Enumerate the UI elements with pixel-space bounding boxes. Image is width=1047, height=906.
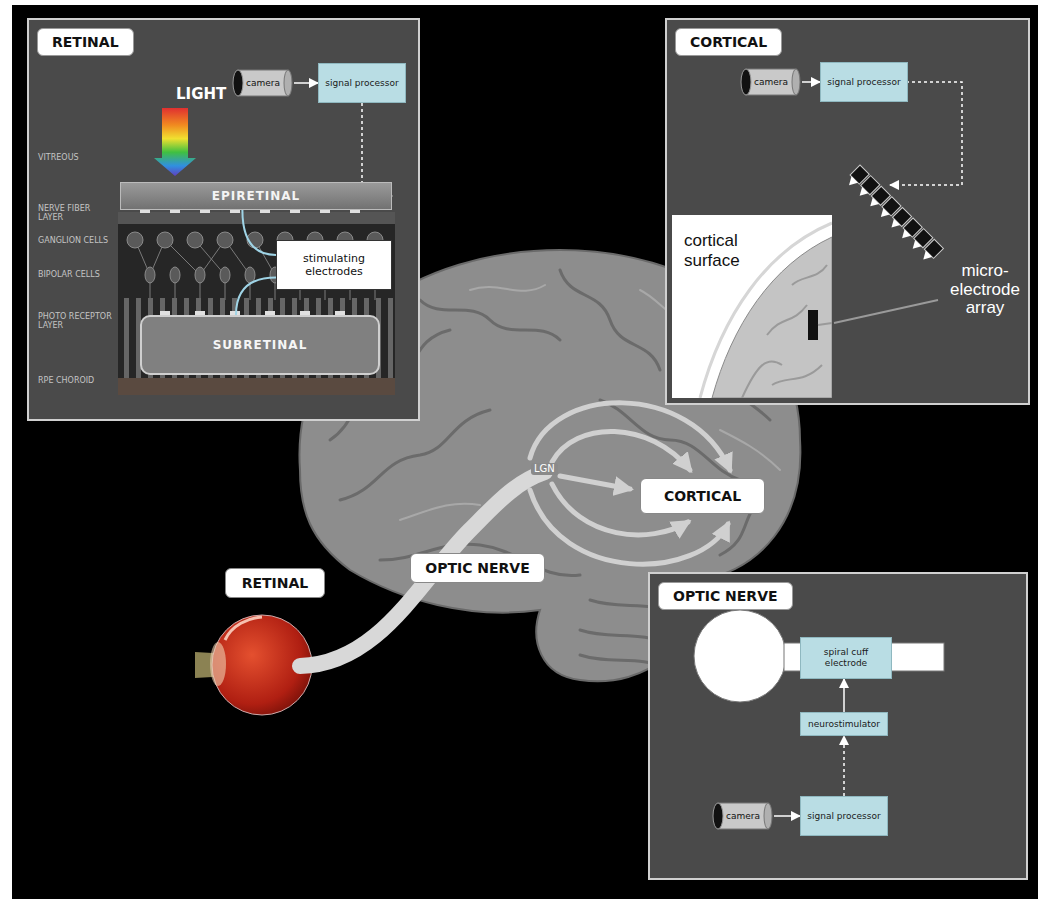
camera-shape bbox=[746, 69, 796, 95]
approach-panel: OPTIC NERVE spiral cuff electrode neurosti… bbox=[648, 572, 1028, 880]
camera-shape bbox=[792, 69, 800, 95]
implant-box: EPIRETINAL bbox=[120, 182, 392, 210]
camera-shape bbox=[233, 70, 243, 96]
visual-pathway bbox=[300, 472, 545, 666]
retina-layers bbox=[118, 378, 395, 395]
brain-illustration bbox=[400, 504, 480, 520]
brain-illustration bbox=[560, 270, 660, 370]
site-badge: CORTICAL bbox=[640, 478, 765, 514]
connector bbox=[843, 736, 845, 796]
retina-layers bbox=[124, 298, 129, 378]
retina-layers bbox=[187, 232, 203, 248]
retina-layers bbox=[118, 212, 395, 395]
eye-illustration bbox=[210, 642, 226, 686]
connector bbox=[774, 815, 800, 817]
optic-nerve-illustration bbox=[694, 610, 786, 702]
box-label: SUBRETINAL bbox=[213, 338, 308, 352]
camera-shape bbox=[284, 70, 292, 96]
visual-pathway bbox=[530, 403, 730, 470]
retina-layers bbox=[118, 212, 395, 224]
layer-label: NERVE FIBER LAYER bbox=[38, 204, 114, 222]
camera-icon: camera bbox=[712, 801, 774, 831]
brain-illustration bbox=[420, 300, 560, 340]
process-box: signal processor bbox=[800, 796, 888, 836]
connector bbox=[294, 82, 318, 84]
box-label: signal processor bbox=[827, 77, 900, 88]
eye-illustration bbox=[225, 617, 262, 640]
box-label: EPIRETINAL bbox=[212, 189, 301, 203]
retina-layers bbox=[388, 298, 393, 378]
retina-layers bbox=[220, 267, 230, 283]
layer-label: RPE CHOROID bbox=[38, 376, 114, 385]
retina-layers bbox=[145, 267, 155, 283]
retina-layers bbox=[157, 232, 173, 248]
box-label: OPTIC NERVE bbox=[425, 560, 530, 576]
process-box: signal processor bbox=[820, 62, 908, 102]
camera-shape bbox=[238, 70, 288, 96]
array-label: micro-electrode array bbox=[944, 262, 1026, 318]
box-label: spiral cuff electrode bbox=[805, 647, 887, 669]
brain-illustration bbox=[340, 410, 490, 500]
cortex-illustration bbox=[818, 323, 832, 325]
box-label: stimulating electrodes bbox=[280, 252, 388, 278]
layer-label: GANGLION CELLS bbox=[38, 236, 114, 245]
approach-panel: CORTICAL camera signal processor cortical s… bbox=[665, 18, 1030, 405]
visual-pathway bbox=[552, 431, 690, 470]
box-label: RETINAL bbox=[242, 575, 309, 591]
retina-layers bbox=[245, 267, 255, 283]
camera-shape bbox=[741, 69, 751, 95]
cortex-box: cortical surface bbox=[672, 215, 832, 398]
panel-heading: OPTIC NERVE bbox=[658, 582, 793, 610]
cortex-illustration bbox=[808, 310, 818, 340]
black-ground bbox=[12, 5, 1038, 899]
retina-layers bbox=[170, 267, 180, 283]
lgn-label: LGN bbox=[531, 463, 558, 475]
camera-shape bbox=[713, 803, 723, 829]
connector bbox=[242, 210, 276, 255]
panel-heading: CORTICAL bbox=[675, 28, 782, 56]
light-label: LIGHT bbox=[176, 86, 226, 103]
box-label: CORTICAL bbox=[664, 488, 741, 504]
site-badge: RETINAL bbox=[225, 568, 325, 598]
site-badge: OPTIC NERVE bbox=[410, 553, 545, 583]
layer-label: VITREOUS bbox=[38, 153, 114, 162]
camera-shape bbox=[718, 803, 768, 829]
process-box: signal processor bbox=[318, 63, 406, 103]
connector bbox=[236, 278, 276, 316]
process-box: spiral cuff electrode bbox=[800, 637, 892, 679]
panel-heading: RETINAL bbox=[37, 28, 134, 56]
box-label: camera bbox=[726, 811, 760, 821]
retina-layers bbox=[127, 232, 143, 248]
layer-label: PHOTO RECEPTOR LAYER bbox=[38, 312, 114, 330]
process-box: neurostimulator bbox=[800, 712, 888, 736]
camera-icon: camera bbox=[232, 68, 294, 98]
box-label: neurostimulator bbox=[808, 719, 880, 730]
retina-layers bbox=[124, 298, 393, 378]
box-label: camera bbox=[246, 78, 280, 88]
box-label: cortical surface bbox=[684, 231, 764, 270]
retina-layers bbox=[217, 232, 233, 248]
retina-layers bbox=[195, 267, 205, 283]
layer-label: BIPOLAR CELLS bbox=[38, 270, 114, 279]
connector bbox=[843, 679, 845, 712]
camera-icon: camera bbox=[740, 67, 802, 97]
box-label: signal processor bbox=[807, 811, 880, 822]
visual-pathway bbox=[560, 476, 630, 489]
camera-shape bbox=[764, 803, 772, 829]
callout-box: stimulating electrodes bbox=[276, 240, 392, 290]
retina-layers bbox=[118, 212, 395, 395]
connector bbox=[802, 81, 820, 83]
implant-box: SUBRETINAL bbox=[140, 315, 380, 375]
box-label: camera bbox=[754, 77, 788, 87]
brain-illustration bbox=[470, 285, 545, 291]
box-label: signal processor bbox=[325, 78, 398, 89]
